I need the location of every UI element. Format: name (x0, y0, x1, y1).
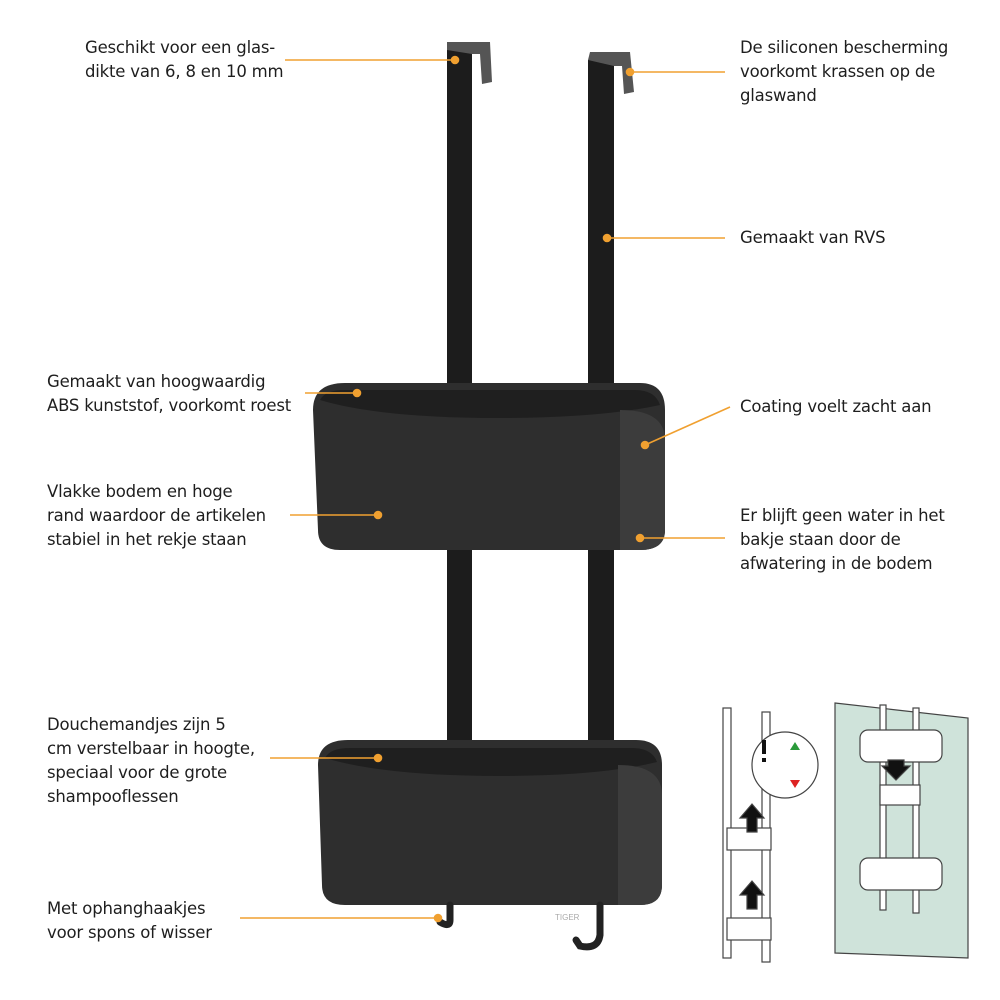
installation-diagram-glass (834, 702, 969, 959)
label-flat-bottom: Vlakke bodem en hoge rand waardoor de ar… (47, 482, 266, 549)
label-abs: Gemaakt van hoogwaardig ABS kunststof, v… (47, 372, 292, 415)
leader-lines (240, 55, 731, 923)
bottom-basket: TIGER (318, 740, 662, 922)
label-rvs: Gemaakt van RVS (740, 228, 886, 247)
brand-logo: TIGER (555, 913, 580, 922)
label-silicone: De siliconen bescherming voorkomt krasse… (740, 38, 949, 105)
label-hooks: Met ophanghaakjes voor spons of wisser (47, 899, 212, 942)
bottom-hooks (436, 901, 604, 951)
installation-diagram-adjust (722, 707, 819, 963)
label-drainage: Er blijft geen water in het bakje staan … (740, 506, 945, 573)
top-basket (313, 383, 665, 550)
label-adjustable: Douchemandjes zijn 5 cm verstelbaar in h… (47, 715, 255, 806)
label-coating: Coating voelt zacht aan (740, 397, 932, 416)
label-glass-thickness: Geschikt voor een glas- dikte van 6, 8 e… (85, 38, 284, 81)
